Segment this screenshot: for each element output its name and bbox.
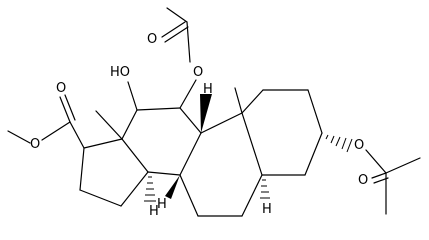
- bond-c14-c13: [121, 138, 149, 173]
- bond-c12-oh: [127, 81, 138, 111]
- atom-h-c9: H: [203, 82, 213, 97]
- bond-c8-c14: [147, 171, 181, 176]
- atom-o-acetyl-ester: O: [193, 65, 203, 80]
- atom-o-acetyl-right-ester: O: [354, 138, 364, 153]
- wedge-c8-h: [165, 175, 180, 199]
- bond-c17-ester-c: [69, 121, 85, 149]
- wedge-c9-h: [200, 94, 212, 133]
- bond-c13-methyl: [95, 110, 123, 140]
- bond-ester-carbonyl-double-2: [64, 94, 76, 121]
- bond-o-c11: [179, 79, 197, 109]
- hash-c5-h: [260, 179, 270, 199]
- bond-acetyl-carbonyl-double-2: [164, 26, 189, 43]
- atom-hydroxyl: HO: [110, 65, 130, 80]
- bond-c5-c6: [241, 174, 263, 217]
- bond-c3-c4: [304, 132, 323, 176]
- atom-h-c8: H: [157, 197, 167, 212]
- bond-acetyl-c-o: [186, 21, 191, 63]
- bond-c10-c1: [241, 89, 264, 114]
- bond-c10-c5: [241, 112, 263, 176]
- bond-c9-c8: [179, 132, 202, 176]
- bond-c15-c14: [120, 171, 149, 207]
- structure-diagram: O O HO H O O H H: [7, 7, 421, 219]
- bond-c2-c3: [307, 89, 323, 134]
- bond-acetyl-carbonyl-double: [161, 21, 186, 38]
- bond-methoxy-methyl: [7, 130, 31, 144]
- atom-h-c5: H: [262, 202, 272, 217]
- atom-h-c14: H: [149, 204, 159, 219]
- bond-acetyl-right-methyl-2: [385, 157, 421, 174]
- bond-o-acetyl-right-c: [365, 149, 387, 174]
- bond-acetyl-methyl: [166, 7, 188, 23]
- atom-o-ester-methoxy: O: [30, 137, 40, 152]
- hash-c14-h: [144, 176, 156, 202]
- bond-c16-c15: [79, 189, 122, 207]
- molecule-canvas: O O HO H O O H H: [7, 7, 421, 219]
- bond-acetyl-right-carbonyl-double: [371, 172, 387, 179]
- bond-ester-c-o: [41, 121, 71, 141]
- bond-c17-c16: [79, 147, 85, 191]
- bond-c9-c10: [200, 112, 243, 134]
- atom-o-acetyl-carbonyl: O: [147, 32, 157, 47]
- bond-c12-c11: [136, 107, 181, 111]
- bond-c11-c9: [179, 107, 202, 134]
- hash-c3-o: [325, 134, 353, 153]
- bond-c10-methyl: [234, 87, 243, 114]
- bond-c13-c17: [83, 138, 123, 149]
- bond-ester-carbonyl-double: [59, 96, 71, 123]
- bond-c7-c8: [179, 174, 199, 217]
- atom-o-ester-carbonyl: O: [56, 81, 66, 96]
- bond-c13-c12: [121, 109, 138, 140]
- atom-o-acetyl-right-carbonyl: O: [358, 173, 368, 188]
